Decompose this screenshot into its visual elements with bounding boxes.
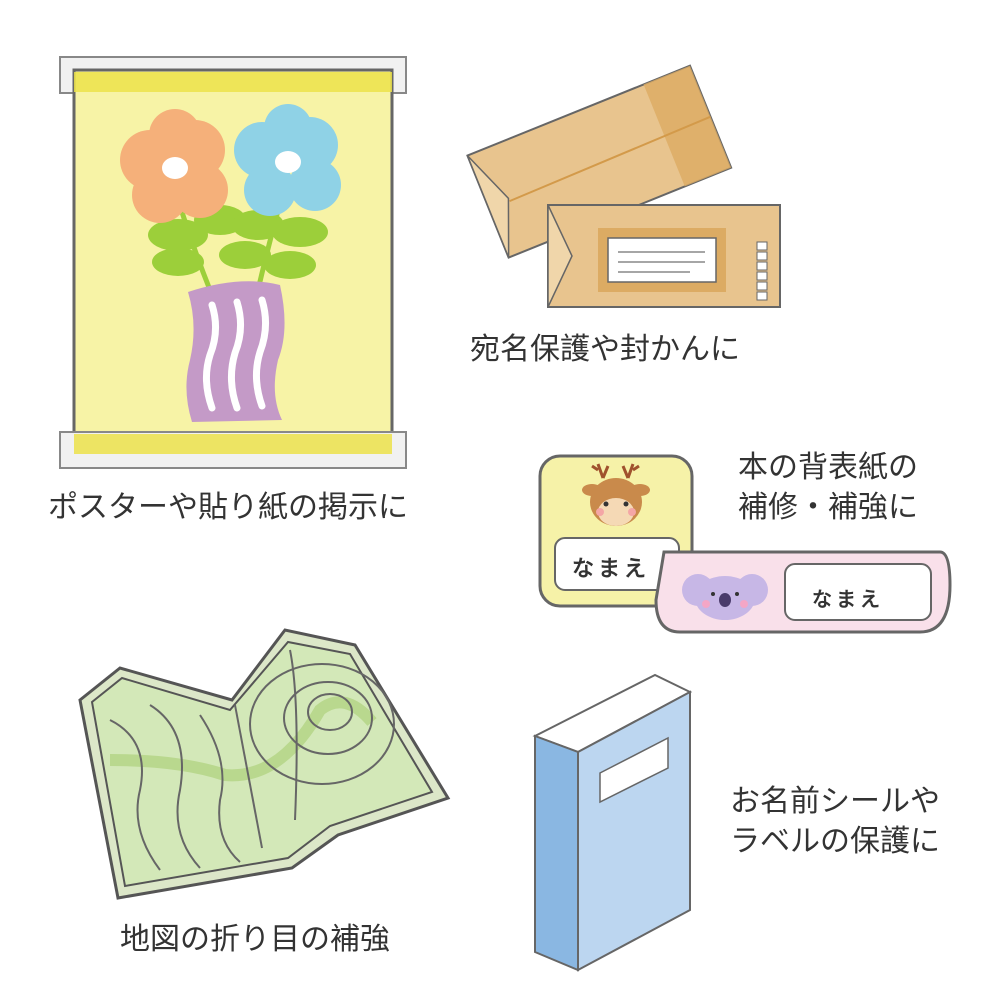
caption-map: 地図の折り目の補強	[120, 922, 390, 957]
envelope-illustration	[466, 64, 781, 308]
caption-envelope: 宛名保護や封かんに	[470, 332, 740, 367]
caption-name-line1: お名前シールや	[730, 784, 940, 819]
tape-bottom-strip	[74, 434, 392, 454]
caption-poster: ポスターや貼り紙の掲示に	[48, 490, 408, 525]
caption-name-label: お名前シールや ラベルの保護に	[730, 782, 940, 862]
deer-icon	[582, 463, 650, 526]
caption-name-line2: ラベルの保護に	[730, 824, 940, 859]
name-tag-illustration	[538, 454, 952, 634]
book-spine	[534, 734, 579, 972]
map-road	[109, 696, 377, 782]
tag-deer-text: なまえ	[572, 557, 651, 582]
book-illustration	[532, 673, 693, 972]
postal-boxes	[756, 241, 768, 301]
tag-koala-text: なまえ	[812, 587, 884, 611]
caption-spine-line2: 補修・補強に	[738, 490, 918, 525]
caption-spine-line1: 本の背表紙の	[738, 450, 918, 485]
caption-spine: 本の背表紙の 補修・補強に	[738, 448, 918, 528]
flower-blue-center	[275, 151, 301, 173]
tape-top-strip	[74, 72, 392, 92]
koala-icon	[682, 574, 768, 620]
flower-blue	[234, 104, 341, 216]
book-label	[599, 736, 669, 804]
map-contours	[109, 649, 395, 871]
vase-stripes	[203, 296, 269, 412]
poster-illustration	[59, 56, 407, 469]
leaves	[148, 205, 328, 279]
flower-orange-center	[162, 157, 188, 179]
map-illustration	[78, 628, 451, 900]
flower-orange	[120, 109, 228, 223]
